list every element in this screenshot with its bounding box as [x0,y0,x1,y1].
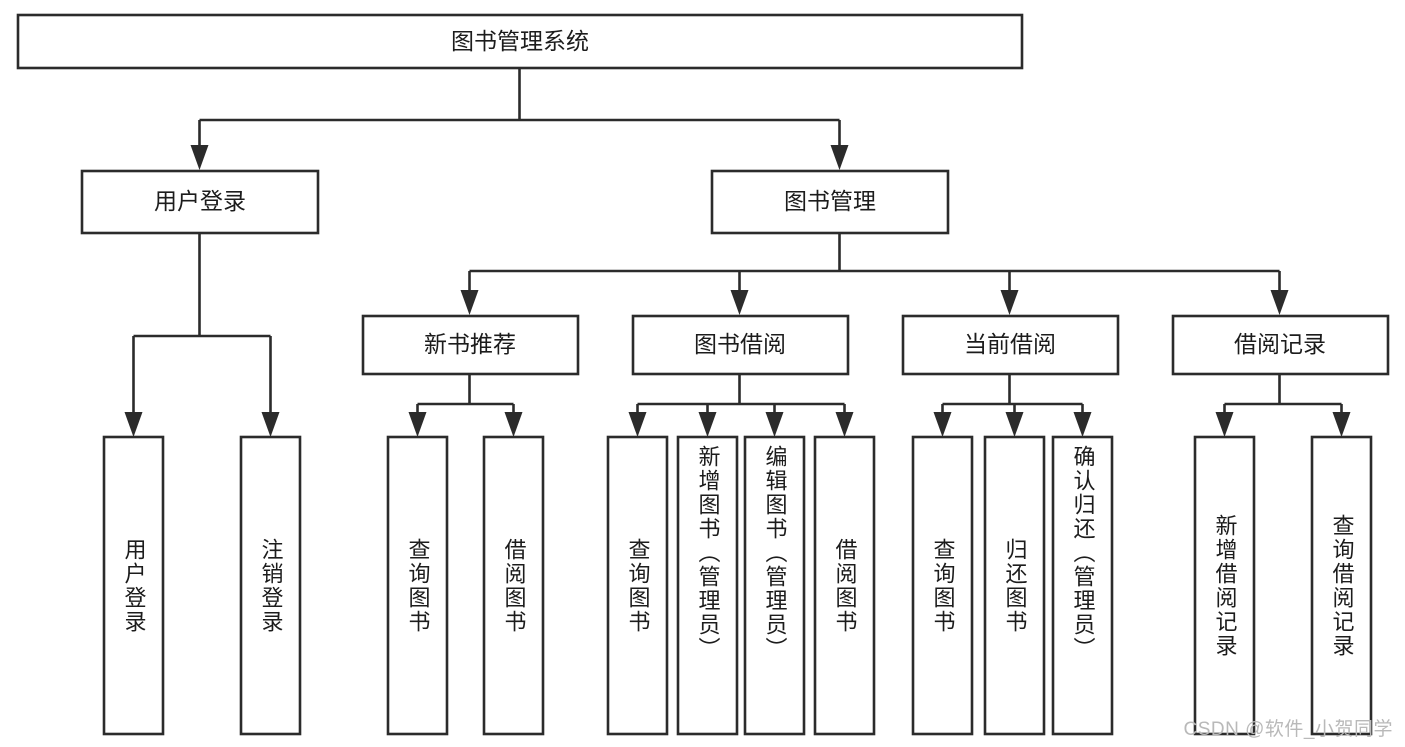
arrow-head-icon [124,412,143,437]
node-borrow-record[interactable]: 借阅记录 [1171,314,1390,376]
leaf-box-query-book-3[interactable] [911,435,974,736]
connector-currentborrow-to-leaves [933,375,1092,437]
leaf-box-query-book-1[interactable] [386,435,449,736]
leaf-box-add-book[interactable] [676,435,739,736]
leaf-box-logout[interactable] [239,435,302,736]
leaf-box-query-book-2[interactable] [606,435,669,736]
arrow-head-icon [1215,412,1234,437]
node-borrow-record-label: 借阅记录 [1234,331,1326,357]
node-root-system-label: 图书管理系统 [451,28,589,54]
arrow-head-icon [1332,412,1351,437]
connector-userlogin-to-leaves [124,233,280,437]
node-user-login-label: 用户登录 [154,188,246,214]
connector-borrowrecord-to-leaves [1215,375,1351,437]
arrow-head-icon [190,145,209,170]
leaf-box-edit-book[interactable] [743,435,806,736]
leaf-box-borrow-book-1[interactable] [482,435,545,736]
arrow-head-icon [1005,412,1024,437]
arrow-head-icon [504,412,523,437]
arrow-head-icon [628,412,647,437]
arrow-head-icon [261,412,280,437]
node-current-borrow[interactable]: 当前借阅 [901,314,1120,376]
node-new-book-recommend[interactable]: 新书推荐 [361,314,580,376]
leaf-box-query-record[interactable] [1310,435,1373,736]
node-book-borrow-label: 图书借阅 [694,331,786,357]
connector-root-to-level2 [190,68,849,170]
node-book-management-label: 图书管理 [784,188,876,214]
watermark: CSDN @软件_小贺同学 [1183,719,1393,740]
leaf-box-add-record[interactable] [1193,435,1256,736]
node-book-borrow[interactable]: 图书借阅 [631,314,850,376]
node-new-book-recommend-label: 新书推荐 [424,331,516,357]
arrow-head-icon [765,412,784,437]
leaf-box-confirm-return[interactable] [1051,435,1114,736]
leaf-box-return-book[interactable] [983,435,1046,736]
node-book-management[interactable]: 图书管理 [710,169,950,235]
arrow-head-icon [460,290,479,315]
arrow-head-icon [1073,412,1092,437]
node-current-borrow-label: 当前借阅 [964,331,1056,357]
connector-bookborrow-to-leaves [628,375,854,437]
arrow-head-icon [1000,290,1019,315]
arrow-head-icon [835,412,854,437]
leaf-box-borrow-book-2[interactable] [813,435,876,736]
arrow-head-icon [408,412,427,437]
node-user-login[interactable]: 用户登录 [80,169,320,235]
leaf-boxes [102,435,1373,736]
node-root-system[interactable]: 图书管理系统 [16,13,1024,70]
arrow-head-icon [730,290,749,315]
arrow-head-icon [698,412,717,437]
arrow-head-icon [1270,290,1289,315]
connector-newbook-to-leaves [408,375,523,437]
leaf-box-user-login[interactable] [102,435,165,736]
arrow-head-icon [830,145,849,170]
connector-bookmgmt-to-level3 [460,233,1289,315]
arrow-head-icon [933,412,952,437]
